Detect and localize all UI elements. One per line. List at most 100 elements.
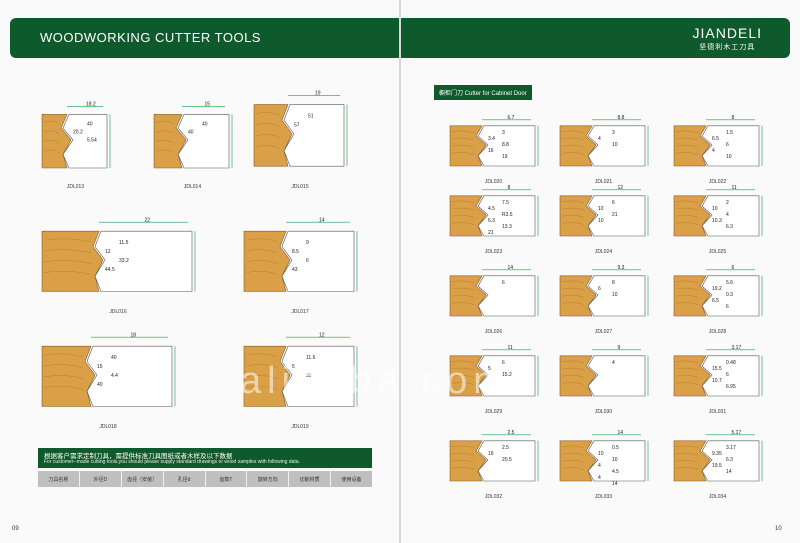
dimension-label: 40 xyxy=(188,130,194,136)
note-chinese: 根据客户需求定制刀具，需提供标准刀具图纸或者木样及以下数据 xyxy=(44,453,233,460)
dimension-label: 3 xyxy=(502,130,505,136)
wood-grain xyxy=(43,249,92,254)
profile-code: JDL031 xyxy=(708,409,727,415)
wood-grain xyxy=(43,375,84,379)
wood-grain xyxy=(245,353,279,358)
dimension-label: 6.3 xyxy=(726,224,733,230)
profile-drawing: 5.173.179.356.319.514 xyxy=(673,430,763,482)
cutter-outline xyxy=(701,195,760,237)
dimension-label: 19.5 xyxy=(712,463,722,469)
profile-code: JDL023 xyxy=(484,249,503,255)
dimension-label: 18 xyxy=(131,332,137,338)
cutter-outline xyxy=(281,230,355,292)
profile-code: JDL019 xyxy=(291,424,309,430)
wood-grain xyxy=(155,149,175,154)
wood-grain xyxy=(451,207,475,211)
dimension-label: 4.5 xyxy=(612,469,619,475)
brand-name: JIANDELI xyxy=(692,25,762,41)
dimension-label: 14 xyxy=(508,265,514,271)
wood-grain xyxy=(675,222,699,225)
table-header-cell: 切削材质 xyxy=(289,471,332,487)
cutter-outline xyxy=(477,355,536,397)
dimension-label: 6 xyxy=(726,304,729,310)
dimension-label: 11.5 xyxy=(119,240,129,246)
dimension-label: 6 xyxy=(306,258,309,264)
dimension-label: 2.5 xyxy=(508,430,515,436)
wood-grain xyxy=(561,152,585,155)
dimension-label: 14 xyxy=(726,469,732,475)
dimension-label: 4 xyxy=(612,360,615,366)
dimension-label: 9.3 xyxy=(618,265,625,271)
dimension-label: 40 xyxy=(87,122,93,128)
dimension-label: 20.2 xyxy=(73,130,83,136)
wood-grain xyxy=(451,367,475,371)
dimension-label: 21 xyxy=(612,212,618,218)
watermark: alibaba.com xyxy=(240,360,511,402)
wood-grain xyxy=(451,459,475,463)
dimension-label: 20.5 xyxy=(502,457,512,463)
wood-grain xyxy=(561,467,585,470)
dimension-label: 14 xyxy=(612,481,618,487)
wood-grain xyxy=(245,249,279,254)
wood-grain xyxy=(451,152,475,155)
profile-code: JDL028 xyxy=(708,329,727,335)
wood-grain xyxy=(43,238,92,243)
profile-code: JDL029 xyxy=(484,409,503,415)
dimension-label: 10 xyxy=(612,457,618,463)
wood-block xyxy=(243,345,291,407)
wood-grain xyxy=(675,137,699,141)
dimension-label: 0.48 xyxy=(726,360,736,366)
dimension-label: 2.5 xyxy=(502,445,509,451)
profile-code: JDL021 xyxy=(594,179,613,185)
dimension-label: 5 xyxy=(488,366,491,372)
profile-code: JDL017 xyxy=(291,309,309,315)
dimension-label: 10 xyxy=(598,206,604,212)
cutter-outline xyxy=(587,195,646,237)
profile-code: JDL030 xyxy=(594,409,613,415)
wood-grain xyxy=(561,207,585,211)
dimension-label: 3 xyxy=(612,130,615,136)
dimension-label: 8.8 xyxy=(502,142,509,148)
wood-grain xyxy=(561,302,585,305)
wood-grain xyxy=(561,222,585,225)
wood-grain xyxy=(255,112,281,116)
wood-grain xyxy=(255,134,281,138)
wood-grain xyxy=(451,130,475,134)
wood-grain xyxy=(561,382,585,385)
dimension-label: 40 xyxy=(97,382,103,388)
wood-grain xyxy=(561,130,585,134)
dimension-label: 8 xyxy=(508,185,511,191)
dimension-label: 6 xyxy=(502,280,505,286)
dimension-label: 43 xyxy=(292,267,298,273)
dimension-label: 12 xyxy=(105,249,111,255)
page-spine xyxy=(399,0,401,543)
cutter-outline xyxy=(587,355,646,397)
wood-grain xyxy=(561,294,585,298)
dimension-label: 5.54 xyxy=(87,138,97,144)
dimension-label: 15 xyxy=(97,364,103,370)
note-english: For customer--made cutting tools,you sho… xyxy=(44,459,300,465)
cutter-outline xyxy=(86,345,173,407)
cutter-outline xyxy=(477,440,536,482)
profile-drawing: 94 xyxy=(559,345,649,397)
cutter-outline xyxy=(701,275,760,317)
dimension-label: 4 xyxy=(726,212,729,218)
wood-block xyxy=(41,114,72,169)
wood-grain xyxy=(675,360,699,364)
wood-grain xyxy=(155,120,175,125)
cutter-outline xyxy=(587,275,646,317)
table-header-cell: 使用设备 xyxy=(341,476,362,483)
wood-grain xyxy=(561,367,585,371)
wood-grain xyxy=(43,260,92,264)
